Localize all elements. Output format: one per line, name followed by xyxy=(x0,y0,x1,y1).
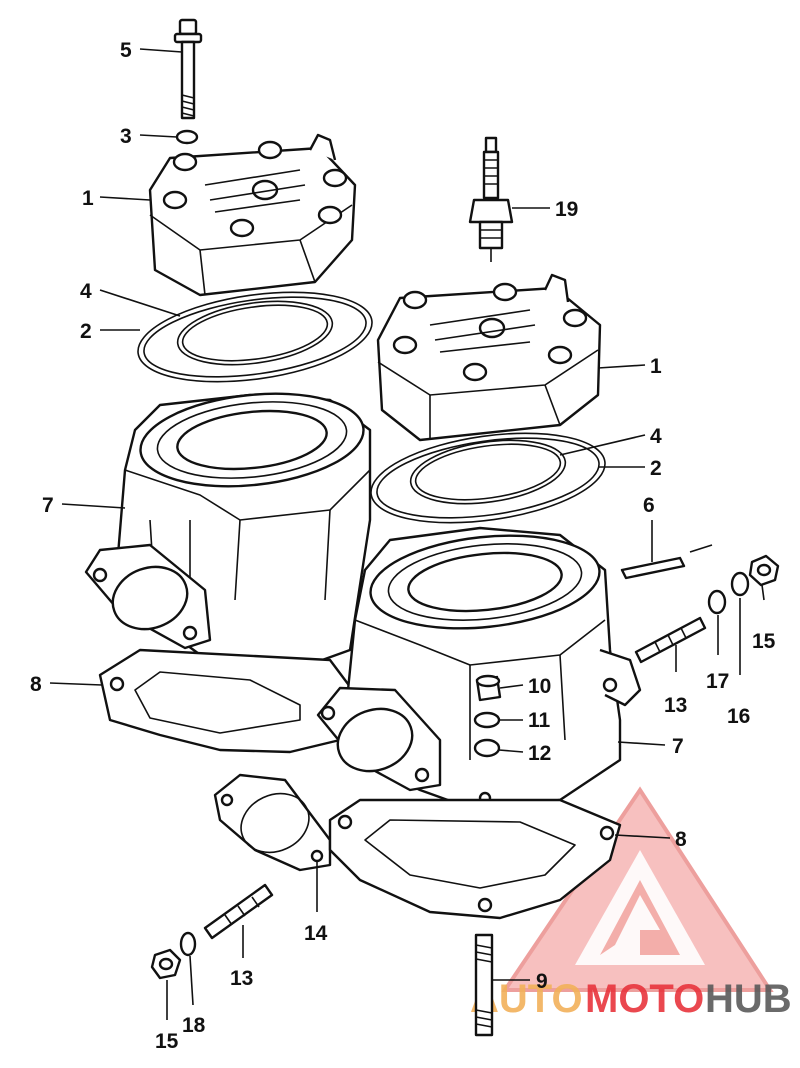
head-gasket-left xyxy=(137,291,373,383)
callout-numbers: 5 3 1 4 2 7 8 19 1 4 2 6 15 17 16 13 10 … xyxy=(30,39,776,1053)
callout-18: 18 xyxy=(182,1014,206,1037)
flat-washer-right xyxy=(707,589,727,615)
callout-15: 15 xyxy=(155,1030,179,1053)
callout-13: 13 xyxy=(664,694,687,717)
callout-6: 6 xyxy=(643,494,655,517)
head-bolt xyxy=(173,18,203,120)
head-gasket-right xyxy=(370,432,606,524)
callout-9: 9 xyxy=(536,970,548,993)
callout-15: 15 xyxy=(752,630,776,653)
cylinder-head-left xyxy=(148,133,357,297)
watermark-text: AUTO MOTO HUB xyxy=(470,977,792,1021)
exhaust-stud-left xyxy=(203,883,274,940)
base-gasket-right xyxy=(328,798,622,920)
callout-17: 17 xyxy=(706,670,729,693)
callout-7: 7 xyxy=(42,494,54,517)
logo-triangle-g xyxy=(600,880,680,955)
callout-2: 2 xyxy=(80,320,92,343)
dowel-pin xyxy=(620,544,713,580)
callout-7: 7 xyxy=(672,735,684,758)
watermark-text-moto: MOTO xyxy=(585,977,704,1021)
logo-triangle-inner xyxy=(575,850,705,965)
base-stud xyxy=(474,933,494,1037)
callout-1: 1 xyxy=(650,355,662,378)
watermark-text-hub: HUB xyxy=(705,977,792,1021)
callout-11: 11 xyxy=(528,709,551,732)
base-gasket-left xyxy=(98,648,362,754)
bolt-washer xyxy=(175,129,199,145)
callout-5: 5 xyxy=(120,39,132,62)
callout-8: 8 xyxy=(30,673,42,696)
callout-10: 10 xyxy=(528,675,551,698)
callout-13: 13 xyxy=(230,967,253,990)
leader-lines xyxy=(49,48,765,1020)
callout-12: 12 xyxy=(528,742,551,765)
cylinder-left xyxy=(84,392,372,670)
exhaust-nut-left xyxy=(150,948,182,980)
callout-4: 4 xyxy=(80,280,92,303)
callout-19: 19 xyxy=(555,198,578,221)
lock-washer-right xyxy=(730,571,750,597)
flat-washer xyxy=(473,711,501,729)
exhaust-stud-right xyxy=(634,616,707,664)
callout-8: 8 xyxy=(675,828,687,851)
callout-16: 16 xyxy=(727,705,750,728)
callout-3: 3 xyxy=(120,125,132,148)
cylinder-right xyxy=(316,526,642,810)
exhaust-gasket-left xyxy=(213,773,332,872)
exhaust-washer-left xyxy=(179,931,197,957)
drain-nut xyxy=(475,674,502,702)
callout-14: 14 xyxy=(304,922,328,945)
lock-washer xyxy=(473,738,501,758)
cylinder-head-right xyxy=(376,273,602,442)
callout-2: 2 xyxy=(650,457,662,480)
spark-plug xyxy=(468,136,514,262)
exhaust-nut-right xyxy=(748,554,780,587)
callout-4: 4 xyxy=(650,425,662,448)
callout-1: 1 xyxy=(82,187,94,210)
